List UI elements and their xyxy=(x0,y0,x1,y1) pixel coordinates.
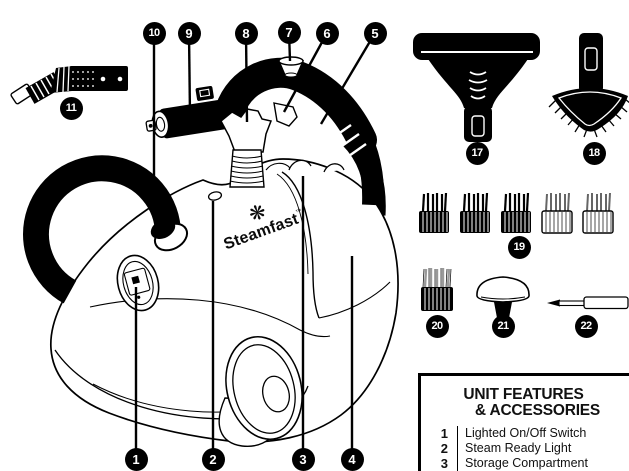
steam-cleaner-body xyxy=(50,158,399,448)
callout-line-8 xyxy=(244,32,249,123)
accessory-21-round-cap xyxy=(476,276,530,318)
callout-21: 21 xyxy=(491,314,515,338)
legend-item-label: Storage Compartment xyxy=(457,456,629,471)
body-outline xyxy=(50,158,399,443)
steam-hose-loop xyxy=(23,155,189,304)
legend-item-number: 1 xyxy=(440,426,448,441)
callout-line-5 xyxy=(319,32,377,125)
callout-5: 5 xyxy=(363,21,387,45)
wheel-hub xyxy=(262,375,290,413)
legend-title-line1: UNIT FEATURES xyxy=(463,386,584,403)
callout-8: 8 xyxy=(234,21,258,45)
steam-trigger xyxy=(273,102,298,127)
steam-gun-assembly xyxy=(145,56,385,206)
accessory-18-triangle-brush xyxy=(548,33,629,138)
accessory-19-detail-brush-set xyxy=(419,192,614,234)
gun-barrel xyxy=(145,85,234,139)
legend-item-label: Lighted On/Off Switch xyxy=(457,426,629,441)
callout-19: 19 xyxy=(507,235,531,259)
callout-7: 7 xyxy=(277,20,301,44)
accessory-11-extension-adapter xyxy=(10,65,128,105)
steam-ready-light xyxy=(207,191,223,201)
callout-17: 17 xyxy=(465,141,489,165)
accessory-20-brass-brush xyxy=(421,268,453,311)
accessory-17-squeegee-tool xyxy=(413,33,540,142)
legend-item-number: 2 xyxy=(440,441,448,456)
legend-row: 3 Storage Compartment xyxy=(421,456,629,471)
callout-4: 4 xyxy=(340,447,364,471)
callout-1: 1 xyxy=(124,447,148,471)
legend-item-label: Steam Ready Light xyxy=(457,441,629,456)
callout-leader-lines xyxy=(134,31,377,459)
legend-item-number: 3 xyxy=(440,456,448,471)
callout-3: 3 xyxy=(291,447,315,471)
light-detail-brushes xyxy=(541,192,614,234)
lid-latches xyxy=(265,159,345,173)
power-switch xyxy=(116,254,160,312)
legend-rows: 1 Lighted On/Off Switch 2 Steam Ready Li… xyxy=(421,426,629,471)
storage-compartment-seam xyxy=(276,171,391,319)
callout-22: 22 xyxy=(574,314,598,338)
accessory-22-cleaning-pin xyxy=(547,296,629,310)
trademark-symbol: ™ xyxy=(295,208,303,217)
gun-handle xyxy=(215,57,377,155)
legend-row: 2 Steam Ready Light xyxy=(421,441,629,456)
riser-cylinder xyxy=(229,149,265,188)
callout-6: 6 xyxy=(315,21,339,45)
callout-20: 20 xyxy=(425,314,449,338)
callout-9: 9 xyxy=(177,21,201,45)
dark-detail-brushes xyxy=(419,192,531,233)
callout-2: 2 xyxy=(201,447,225,471)
wheel xyxy=(218,335,303,448)
unit-features-legend: UNIT FEATURES & ACCESSORIES 1 Lighted On… xyxy=(418,373,629,471)
callout-10: 10 xyxy=(142,21,166,45)
callout-line-6 xyxy=(282,32,329,113)
legend-row: 1 Lighted On/Off Switch xyxy=(421,426,629,441)
hose-coupler-ribs xyxy=(330,124,367,159)
callout-11: 11 xyxy=(59,96,83,120)
callout-line-9 xyxy=(187,32,192,117)
legend-title-line2: & ACCESSORIES xyxy=(474,402,601,419)
callout-18: 18 xyxy=(582,141,606,165)
